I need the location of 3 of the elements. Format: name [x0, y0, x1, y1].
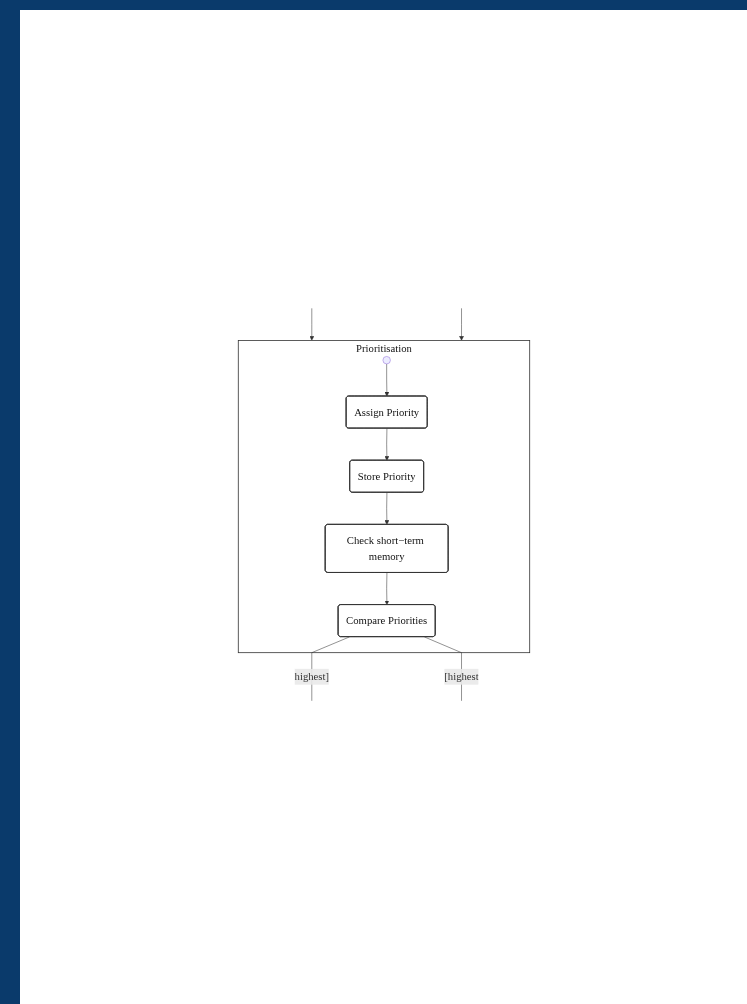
edge-label: highest] [294, 671, 329, 684]
node-circle [382, 356, 391, 365]
edge-label: [highest [443, 671, 479, 684]
